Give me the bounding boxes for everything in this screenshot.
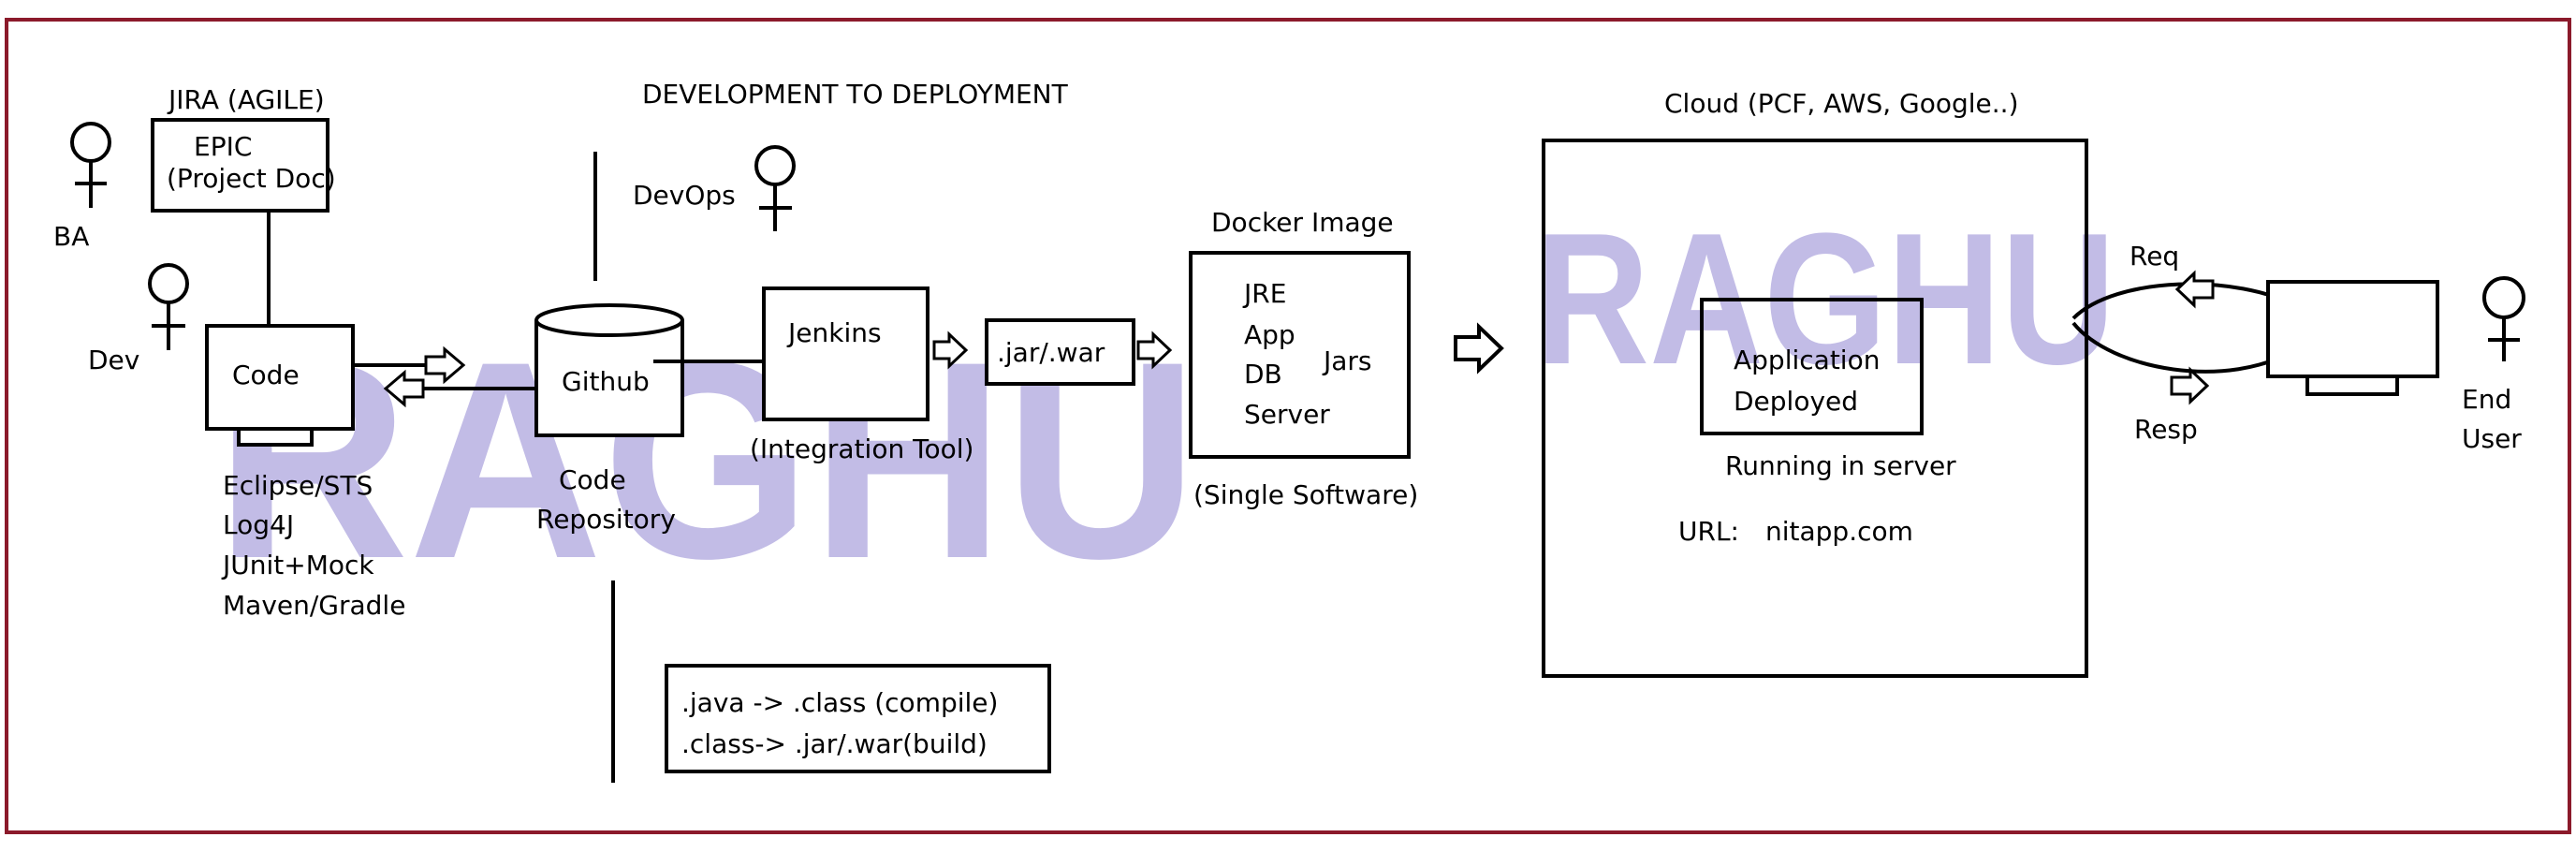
docker-item-server: Server (1244, 399, 1330, 430)
running-in-server-label: Running in server (1725, 450, 1956, 481)
docker-image-box (1189, 251, 1411, 459)
pull-arrow-icon (383, 369, 425, 408)
req-arrow-icon (2174, 270, 2215, 309)
docker-item-jre: JRE (1242, 278, 1286, 309)
application-label: Application (1734, 345, 1880, 375)
code-monitor-box (205, 324, 355, 431)
jenkins-to-jar-arrow-icon (932, 331, 969, 370)
cloud-title: Cloud (PCF, AWS, Google..) (1664, 88, 2019, 119)
code-tool-log4j: Log4J (223, 509, 294, 540)
end-user-label-1: End (2462, 384, 2511, 415)
dev-person-icon (148, 263, 189, 350)
push-arrow-icon (424, 345, 466, 385)
docker-item-app: App (1244, 319, 1295, 350)
jar-to-docker-arrow-icon (1136, 331, 1173, 370)
application-deployed-box (1700, 298, 1924, 435)
code-monitor-stand (237, 427, 314, 447)
code-repository-caption-1: Code (559, 464, 626, 495)
github-label: Github (562, 366, 650, 397)
url-value: nitapp.com (1765, 516, 1913, 547)
build-note-build: .class-> .jar/.war(build) (681, 728, 988, 759)
end-user-monitor-stand (2305, 375, 2399, 396)
jira-epic-box (151, 118, 329, 213)
req-label: Req (2130, 241, 2179, 272)
code-repository-caption-2: Repository (536, 504, 676, 535)
code-label: Code (232, 360, 300, 390)
resp-label: Resp (2134, 414, 2198, 445)
end-user-monitor-box (2266, 280, 2439, 378)
code-tool-junit: JUnit+Mock (221, 550, 374, 580)
resp-arrow-icon (2170, 366, 2210, 405)
github-cylinder-icon (534, 303, 684, 437)
jira-project-doc-label: (Project Doc) (167, 163, 336, 194)
docker-caption: (Single Software) (1193, 479, 1418, 510)
code-tool-maven: Maven/Gradle (223, 590, 405, 621)
devops-person-icon (754, 145, 796, 231)
url-label: URL: (1678, 516, 1739, 547)
code-tool-eclipse: Eclipse/STS (223, 470, 373, 501)
end-user-label-2: User (2462, 423, 2522, 454)
docker-image-title: Docker Image (1211, 207, 1394, 238)
build-note-compile: .java -> .class (compile) (681, 687, 998, 718)
jar-war-label: .jar/.war (997, 337, 1105, 368)
build-note-box (665, 664, 1051, 773)
jira-title: JIRA (AGILE) (167, 84, 325, 115)
end-user-person-icon (2482, 276, 2525, 361)
jenkins-caption: (Integration Tool) (750, 433, 973, 464)
jenkins-box (762, 286, 929, 421)
deployed-label: Deployed (1734, 386, 1858, 417)
ba-label: BA (53, 221, 89, 252)
docker-item-db: DB (1244, 359, 1282, 389)
cloud-box (1542, 139, 2088, 678)
jenkins-label: Jenkins (786, 317, 882, 348)
devops-label: DevOps (633, 180, 736, 211)
docker-to-cloud-arrow-icon (1454, 322, 1504, 375)
ba-person-icon (70, 122, 111, 208)
diagram-title: DEVELOPMENT TO DEPLOYMENT (642, 79, 1069, 110)
docker-jars-label: Jars (1322, 345, 1372, 376)
jira-epic-label: EPIC (194, 131, 252, 162)
outer-frame (5, 18, 2571, 834)
jar-war-box (985, 318, 1135, 386)
dev-label: Dev (88, 345, 139, 375)
